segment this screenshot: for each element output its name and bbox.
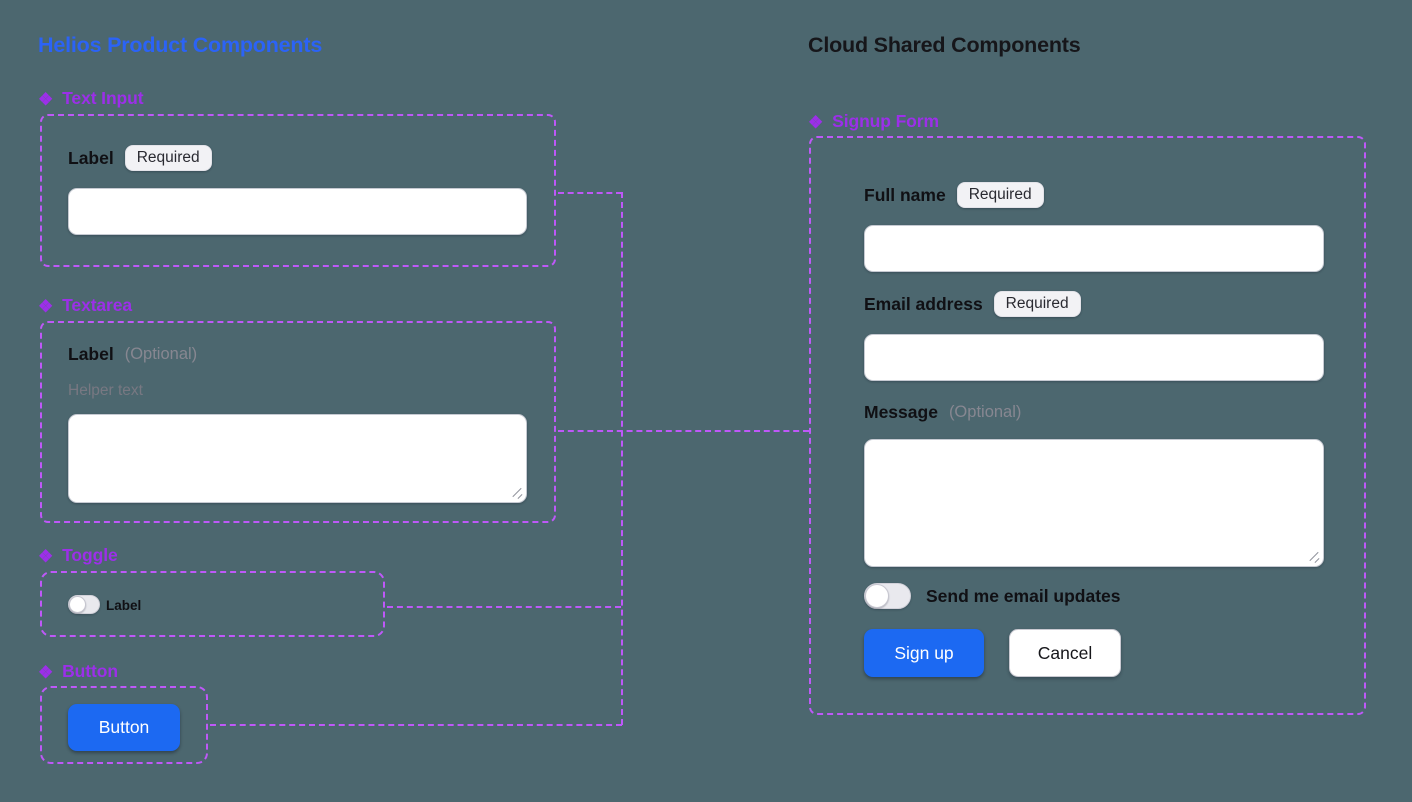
required-badge: Required xyxy=(993,291,1081,317)
connector-trunk-line xyxy=(621,192,623,725)
text-input[interactable] xyxy=(68,188,527,235)
component-header-label: Signup Form xyxy=(832,111,939,131)
field-label: Label xyxy=(68,344,114,364)
email-input[interactable] xyxy=(864,334,1324,381)
email-label-row: Email address Required xyxy=(864,291,1081,317)
toggle-label: Label xyxy=(106,598,142,613)
connector-textarea-branch xyxy=(558,430,809,432)
component-header-label: Toggle xyxy=(62,545,118,565)
field-label: Full name xyxy=(864,184,946,205)
text-input-frame: Label Required xyxy=(40,114,556,267)
component-diamond-icon: ❖ xyxy=(38,297,54,316)
component-header-label: Textarea xyxy=(62,295,133,315)
toggle-frame: Label xyxy=(40,571,385,637)
field-label: Email address xyxy=(864,293,983,314)
connector-toggle-branch xyxy=(387,606,621,608)
component-header-toggle: ❖ Toggle xyxy=(38,545,118,566)
message-textarea-wrap xyxy=(864,439,1324,567)
full-name-label-row: Full name Required xyxy=(864,182,1044,208)
toggle-switch[interactable] xyxy=(68,595,100,614)
component-diamond-icon: ❖ xyxy=(808,113,824,132)
signup-form-frame: Full name Required Email address Require… xyxy=(809,136,1366,715)
textarea-wrap xyxy=(68,414,527,503)
required-badge: Required xyxy=(124,145,212,171)
textarea-label-row: Label (Optional) xyxy=(68,344,197,365)
email-updates-toggle[interactable] xyxy=(864,583,911,609)
message-textarea[interactable] xyxy=(864,439,1324,567)
button-frame: Button xyxy=(40,686,208,764)
component-header-button: ❖ Button xyxy=(38,661,118,682)
full-name-input[interactable] xyxy=(864,225,1324,272)
primary-button[interactable]: Button xyxy=(68,704,180,751)
cancel-button[interactable]: Cancel xyxy=(1009,629,1121,677)
left-panel-title: Helios Product Components xyxy=(38,33,323,57)
component-diamond-icon: ❖ xyxy=(38,90,54,109)
component-header-label: Text Input xyxy=(62,88,144,108)
toggle-knob xyxy=(865,584,889,608)
right-panel-title: Cloud Shared Components xyxy=(808,33,1081,57)
component-header-label: Button xyxy=(62,661,118,681)
component-header-textarea: ❖ Textarea xyxy=(38,295,132,316)
textarea-frame: Label (Optional) Helper text xyxy=(40,321,556,523)
field-label: Label xyxy=(68,147,114,168)
optional-label: (Optional) xyxy=(124,345,198,363)
connector-text-input-branch xyxy=(558,192,622,194)
required-badge: Required xyxy=(956,182,1044,208)
message-label-row: Message (Optional) xyxy=(864,402,1021,423)
component-diamond-icon: ❖ xyxy=(38,547,54,566)
connector-button-branch xyxy=(210,724,622,726)
component-diamond-icon: ❖ xyxy=(38,663,54,682)
sign-up-button[interactable]: Sign up xyxy=(864,629,984,677)
email-updates-label: Send me email updates xyxy=(926,586,1121,606)
text-input-label-row: Label Required xyxy=(68,145,212,171)
toggle-knob xyxy=(69,596,86,613)
field-label: Message xyxy=(864,402,938,422)
component-header-signup-form: ❖ Signup Form xyxy=(808,111,939,132)
textarea-input[interactable] xyxy=(68,414,527,503)
optional-label: (Optional) xyxy=(948,403,1022,421)
helper-text: Helper text xyxy=(68,382,143,399)
component-header-text-input: ❖ Text Input xyxy=(38,88,144,109)
